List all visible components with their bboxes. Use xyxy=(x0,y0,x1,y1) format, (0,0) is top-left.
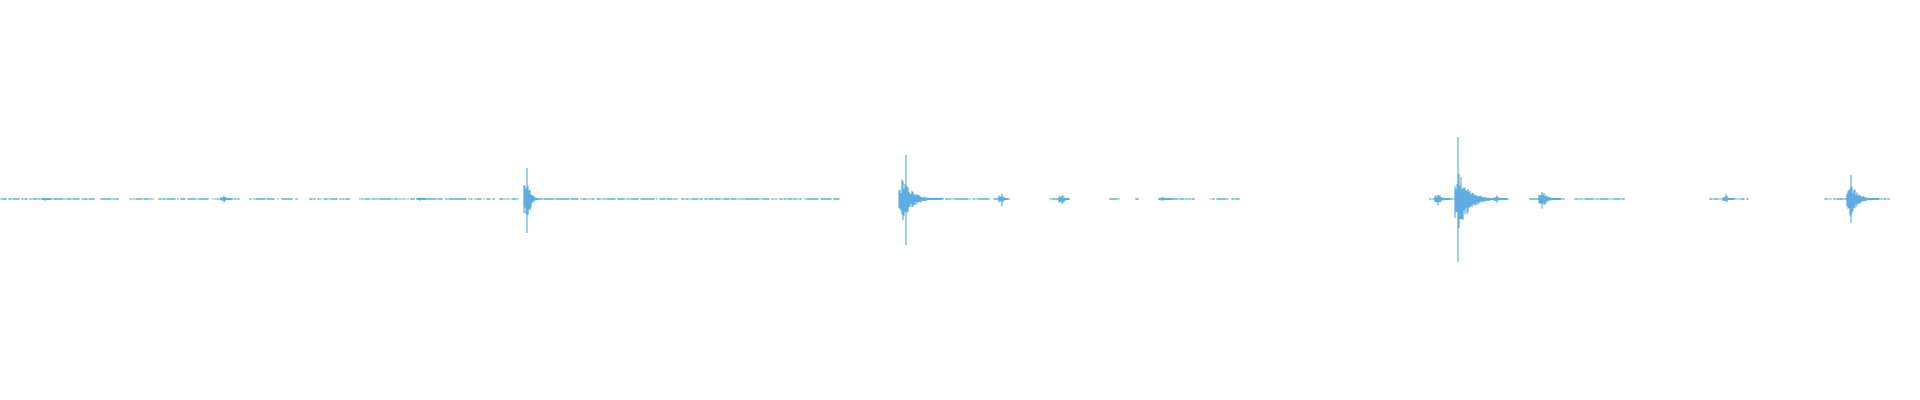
waveform-trace xyxy=(0,137,1890,262)
